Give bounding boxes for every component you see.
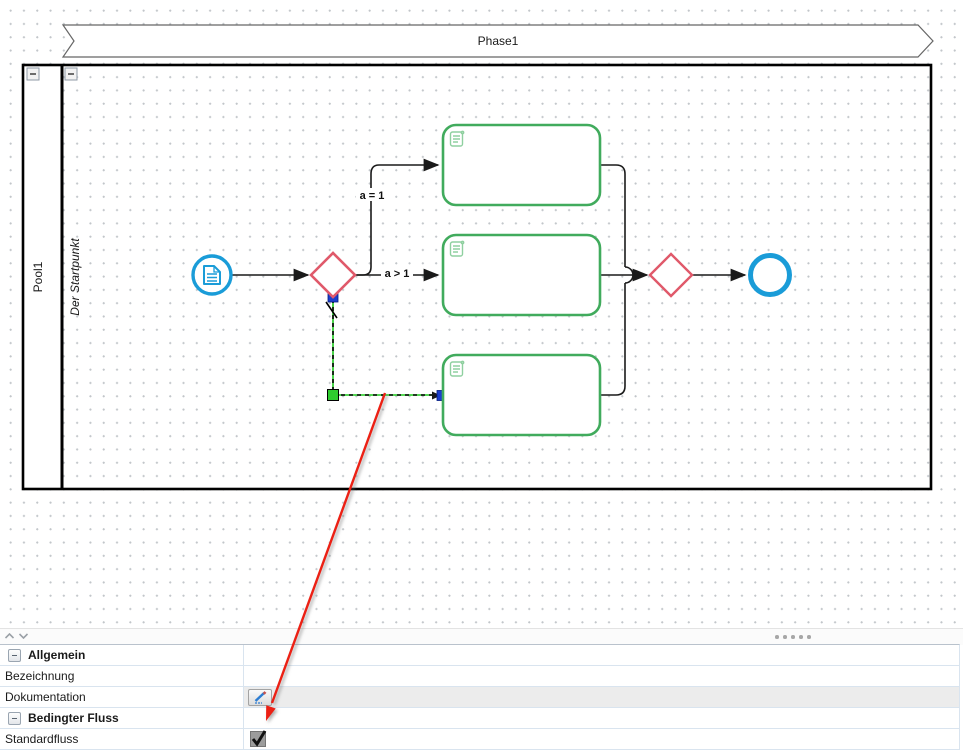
bezeichnung-value-cell[interactable] bbox=[244, 666, 959, 686]
field-row-standardfluss[interactable]: Standardfluss bbox=[0, 729, 959, 750]
standardfluss-checkbox[interactable] bbox=[250, 730, 267, 747]
checkmark-icon bbox=[251, 730, 267, 747]
open-documentation-editor-button[interactable] bbox=[248, 688, 272, 706]
properties-panel: Allgemein Bezeichnung Dokumentation Bedi… bbox=[0, 644, 960, 750]
section-row-bedingter-fluss[interactable]: Bedingter Fluss bbox=[0, 708, 959, 729]
section-label: Bedingter Fluss bbox=[28, 711, 119, 725]
field-label: Bezeichnung bbox=[0, 666, 244, 686]
section-label: Allgemein bbox=[28, 648, 86, 662]
chevron-up-icon[interactable] bbox=[5, 633, 14, 639]
chevron-down-icon[interactable] bbox=[19, 633, 28, 639]
section-value-spacer bbox=[244, 708, 959, 728]
collapse-section-icon[interactable] bbox=[8, 648, 21, 662]
splitter-collapse-controls bbox=[5, 633, 28, 639]
pencil-icon bbox=[254, 690, 266, 704]
standardfluss-value-cell bbox=[244, 729, 959, 749]
field-row-bezeichnung[interactable]: Bezeichnung bbox=[0, 666, 959, 687]
field-label: Standardfluss bbox=[0, 729, 244, 749]
panel-splitter[interactable] bbox=[0, 628, 963, 645]
section-value-spacer bbox=[244, 645, 959, 665]
modeling-canvas[interactable] bbox=[0, 0, 963, 628]
field-row-dokumentation[interactable]: Dokumentation bbox=[0, 687, 959, 708]
field-label: Dokumentation bbox=[0, 687, 244, 707]
dokumentation-value-cell[interactable] bbox=[244, 687, 959, 707]
section-row-allgemein[interactable]: Allgemein bbox=[0, 645, 959, 666]
splitter-grip-icon[interactable] bbox=[775, 635, 811, 639]
collapse-section-icon[interactable] bbox=[8, 711, 21, 725]
